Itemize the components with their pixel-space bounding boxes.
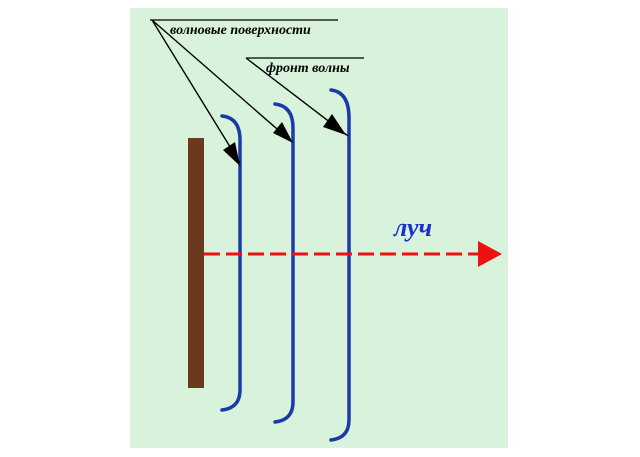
wave-surface-2 [273, 102, 295, 424]
pointer-line-2 [151, 19, 293, 143]
source-plate [188, 138, 204, 388]
wave-surface-1 [220, 114, 242, 412]
ray-label: луч [393, 213, 432, 242]
pointer-arrowhead-3 [323, 114, 346, 135]
pointer-line-1 [151, 19, 241, 164]
wave-surfaces-label: волновые поверхности [170, 23, 311, 38]
pointer-arrowhead-2 [273, 122, 293, 143]
pointer-arrowhead-1 [223, 142, 240, 166]
wave-front-surface [329, 88, 351, 442]
wave-front-label: фронт волны [266, 61, 350, 76]
ray-arrowhead [478, 241, 502, 267]
